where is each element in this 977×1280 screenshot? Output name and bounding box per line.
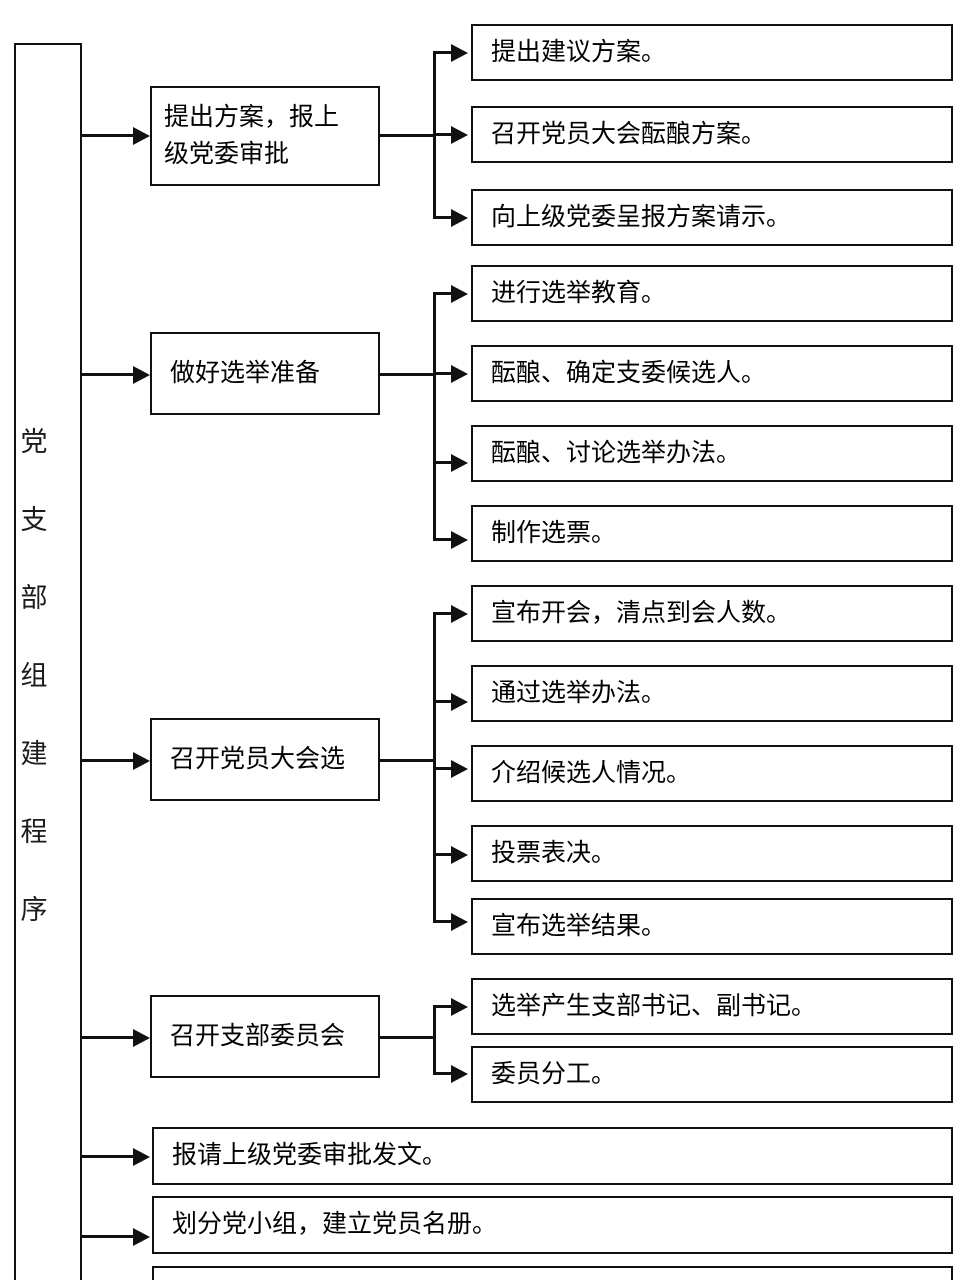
connector-stage-4-trunk bbox=[380, 1036, 435, 1039]
branch-1-2 bbox=[433, 133, 453, 136]
detail-box-1-1[interactable]: 提出建议方案。 bbox=[471, 24, 953, 81]
detail-box-2-2-label: 酝酿、确定支委候选人。 bbox=[491, 358, 767, 387]
detail-box-3-4[interactable]: 投票表决。 bbox=[471, 825, 953, 882]
stage-box-1-label: 提出方案，报上 级党委审批 bbox=[164, 102, 340, 169]
arrowhead-3-3 bbox=[451, 760, 468, 778]
stage-box-3-label: 召开党员大会选 bbox=[170, 744, 346, 773]
bottom-step-box-3-partial[interactable] bbox=[152, 1266, 953, 1280]
trunk-stage-4 bbox=[433, 1005, 436, 1074]
branch-3-3 bbox=[433, 767, 453, 770]
bottom-step-box-2-label: 划分党小组，建立党员名册。 bbox=[172, 1210, 498, 1239]
branch-2-1 bbox=[433, 292, 453, 295]
arrowhead-2-3 bbox=[451, 454, 468, 472]
detail-box-2-1[interactable]: 进行选举教育。 bbox=[471, 265, 953, 322]
stage-box-1[interactable]: 提出方案，报上 级党委审批 bbox=[150, 86, 380, 186]
arrowhead-3-2 bbox=[451, 693, 468, 711]
arrowhead-spine-to-stage-4 bbox=[133, 1029, 150, 1047]
detail-box-3-1-label: 宣布开会，清点到会人数。 bbox=[491, 598, 792, 627]
detail-box-3-1[interactable]: 宣布开会，清点到会人数。 bbox=[471, 585, 953, 642]
connector-stage-3-trunk bbox=[380, 759, 435, 762]
detail-box-3-2[interactable]: 通过选举办法。 bbox=[471, 665, 953, 722]
arrowhead-1-1 bbox=[451, 44, 468, 62]
detail-box-4-2-label: 委员分工。 bbox=[491, 1059, 617, 1088]
connector-stage-2-trunk bbox=[380, 373, 435, 376]
stage-box-2[interactable]: 做好选举准备 bbox=[150, 332, 380, 415]
arrowhead-1-3 bbox=[451, 209, 468, 227]
arrowhead-spine-to-bottom-1 bbox=[133, 1148, 150, 1166]
connector-stage-1-trunk bbox=[380, 134, 435, 137]
detail-box-2-2[interactable]: 酝酿、确定支委候选人。 bbox=[471, 345, 953, 402]
detail-box-3-5[interactable]: 宣布选举结果。 bbox=[471, 898, 953, 955]
branch-2-2 bbox=[433, 372, 453, 375]
detail-box-3-3[interactable]: 介绍候选人情况。 bbox=[471, 745, 953, 802]
branch-4-1 bbox=[433, 1005, 453, 1008]
detail-box-2-4[interactable]: 制作选票。 bbox=[471, 505, 953, 562]
connector-spine-to-stage-3 bbox=[82, 759, 133, 762]
arrowhead-3-1 bbox=[451, 605, 468, 623]
detail-box-4-1[interactable]: 选举产生支部书记、副书记。 bbox=[471, 978, 953, 1035]
detail-box-1-2-label: 召开党员大会酝酿方案。 bbox=[491, 119, 767, 148]
arrowhead-spine-to-bottom-2 bbox=[133, 1228, 150, 1246]
branch-3-2 bbox=[433, 700, 453, 703]
detail-box-3-3-label: 介绍候选人情况。 bbox=[491, 758, 692, 787]
connector-spine-to-bottom-1 bbox=[82, 1155, 133, 1158]
arrowhead-2-2 bbox=[451, 365, 468, 383]
connector-spine-to-stage-2 bbox=[82, 373, 133, 376]
arrowhead-2-1 bbox=[451, 285, 468, 303]
branch-3-1 bbox=[433, 612, 453, 615]
branch-2-3 bbox=[433, 461, 453, 464]
branch-2-4 bbox=[433, 538, 453, 541]
detail-box-2-1-label: 进行选举教育。 bbox=[491, 278, 667, 307]
connector-spine-to-stage-4 bbox=[82, 1036, 133, 1039]
arrowhead-spine-to-stage-1 bbox=[133, 127, 150, 145]
arrowhead-1-2 bbox=[451, 126, 468, 144]
bottom-step-box-1-label: 报请上级党委审批发文。 bbox=[172, 1141, 448, 1170]
branch-1-1 bbox=[433, 51, 453, 54]
branch-4-2 bbox=[433, 1072, 453, 1075]
detail-box-1-3[interactable]: 向上级党委呈报方案请示。 bbox=[471, 189, 953, 246]
arrowhead-4-2 bbox=[451, 1065, 468, 1083]
trunk-stage-2 bbox=[433, 292, 436, 540]
spine-box bbox=[14, 43, 82, 1280]
bottom-step-box-2[interactable]: 划分党小组，建立党员名册。 bbox=[152, 1196, 953, 1254]
stage-box-3[interactable]: 召开党员大会选 bbox=[150, 718, 380, 801]
detail-box-3-4-label: 投票表决。 bbox=[491, 838, 617, 867]
stage-box-2-label: 做好选举准备 bbox=[170, 358, 321, 387]
branch-1-3 bbox=[433, 216, 453, 219]
detail-box-3-2-label: 通过选举办法。 bbox=[491, 678, 667, 707]
arrowhead-spine-to-stage-2 bbox=[133, 366, 150, 384]
detail-box-1-1-label: 提出建议方案。 bbox=[491, 37, 667, 66]
detail-box-2-4-label: 制作选票。 bbox=[491, 518, 617, 547]
detail-box-1-3-label: 向上级党委呈报方案请示。 bbox=[491, 202, 792, 231]
detail-box-3-5-label: 宣布选举结果。 bbox=[491, 911, 667, 940]
arrowhead-3-4 bbox=[451, 846, 468, 864]
connector-spine-to-bottom-2 bbox=[82, 1235, 133, 1238]
connector-spine-to-stage-1 bbox=[82, 134, 133, 137]
detail-box-2-3[interactable]: 酝酿、讨论选举办法。 bbox=[471, 425, 953, 482]
stage-box-4-label: 召开支部委员会 bbox=[170, 1021, 346, 1050]
detail-box-1-2[interactable]: 召开党员大会酝酿方案。 bbox=[471, 106, 953, 163]
spine-label: 党 支 部 组 建 程 序 bbox=[20, 427, 48, 926]
arrowhead-2-4 bbox=[451, 531, 468, 549]
detail-box-2-3-label: 酝酿、讨论选举办法。 bbox=[491, 438, 742, 467]
detail-box-4-2[interactable]: 委员分工。 bbox=[471, 1046, 953, 1103]
detail-box-4-1-label: 选举产生支部书记、副书记。 bbox=[491, 991, 817, 1020]
arrowhead-4-1 bbox=[451, 998, 468, 1016]
arrowhead-3-5 bbox=[451, 913, 468, 931]
arrowhead-spine-to-stage-3 bbox=[133, 752, 150, 770]
stage-box-4[interactable]: 召开支部委员会 bbox=[150, 995, 380, 1078]
branch-3-4 bbox=[433, 853, 453, 856]
bottom-step-box-1[interactable]: 报请上级党委审批发文。 bbox=[152, 1127, 953, 1185]
branch-3-5 bbox=[433, 920, 453, 923]
